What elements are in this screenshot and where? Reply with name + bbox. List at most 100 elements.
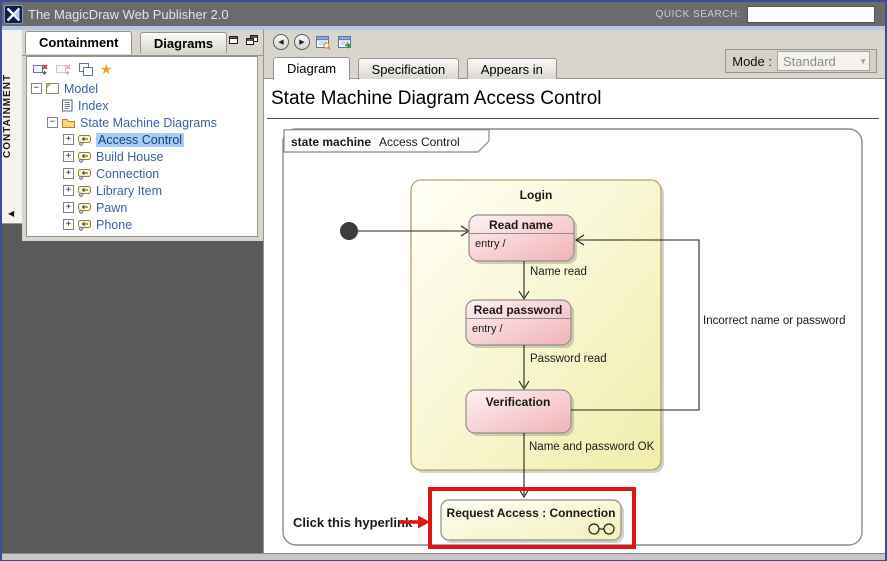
tree-toolbar: ★ [27,57,257,80]
folder-icon [62,118,75,128]
panel-collapse-arrow-icon[interactable]: ◀ [8,209,15,218]
state-machine-diagram: state machine Access Control Login Read … [282,126,864,557]
mode-label: Mode : [732,53,772,69]
read-name-title: Read name [489,218,553,232]
read-name-state [468,214,575,262]
tab-diagrams[interactable]: Diagrams [139,32,228,53]
login-state-title: Login [520,188,553,202]
arrowhead [518,488,530,499]
annotation-label: Click this hyperlink [293,515,413,530]
model-icon [46,83,59,94]
tree-label-connection[interactable]: Connection [96,166,160,181]
expand-box-icon[interactable]: + [63,151,74,162]
tab-specification[interactable]: Specification [357,58,460,79]
state-machine-diagram-icon [78,135,91,146]
diagram-frame-tab [283,129,490,153]
collapse-box-icon[interactable]: − [47,117,58,128]
state-machine-diagram-icon [78,169,91,180]
expand-icon[interactable] [78,62,94,77]
tab-diagram[interactable]: Diagram [273,57,351,80]
tab-appears-in[interactable]: Appears in [466,58,557,79]
sidebar: Containment Diagrams [22,30,265,241]
tree-label-access-control[interactable]: Access Control [96,132,185,147]
arrowhead [574,234,585,246]
state-machine-diagram-icon [78,203,91,214]
transition-ok-label: Name and password OK [529,441,655,453]
export-document-icon[interactable] [337,34,354,50]
state-machine-diagram-icon [78,152,91,163]
restore-window-icon[interactable] [227,34,240,46]
mode-select[interactable]: Standard ▼ [777,51,870,71]
tree-item-connection[interactable]: + Connection [27,165,257,182]
read-name-entry: entry / [475,238,507,250]
tree-label-phone[interactable]: Phone [96,217,133,232]
app-title: The MagicDraw Web Publisher 2.0 [28,6,229,22]
tree-item-library-item[interactable]: + Library Item [27,182,257,199]
tree-label-model[interactable]: Model [64,81,99,96]
initial-state [340,222,358,240]
transition-incorrect-label: Incorrect name or password [703,315,846,327]
tree-item-phone[interactable]: + Phone [27,216,257,233]
tree-label-state-machine-diagrams[interactable]: State Machine Diagrams [80,115,217,130]
page-title: State Machine Diagram Access Control [271,88,602,109]
expand-box-icon[interactable]: + [63,134,74,145]
magicdraw-logo-icon [4,4,23,24]
expand-box-icon[interactable]: + [63,219,74,230]
containment-tree: − Model Index − [27,80,257,233]
read-password-state [465,299,572,346]
annotation-arrowhead-icon [418,515,430,529]
collapse-all-icon[interactable] [32,62,49,76]
tree-item-build-house[interactable]: + Build House [27,148,257,165]
sidebar-vertical-tab-label: CONTAINMENT [2,73,13,158]
request-access-title[interactable]: Request Access : Connection [447,506,616,520]
tree-item-index[interactable]: Index [27,97,257,114]
titlebar: The MagicDraw Web Publisher 2.0 QUICK SE… [2,2,885,26]
tree-item-pawn[interactable]: + Pawn [27,199,257,216]
cascade-windows-icon[interactable] [245,34,259,46]
collapse-box-icon[interactable]: − [31,83,42,94]
expand-box-icon[interactable]: + [63,202,74,213]
request-access-submachine-state[interactable]: Request Access : Connection [440,499,624,543]
tree-item-model[interactable]: − Model [27,80,257,97]
verification-title: Verification [486,395,551,409]
transition-password-read-label: Password read [530,353,607,365]
search-document-icon[interactable] [315,34,332,50]
collapse-selected-icon[interactable] [55,62,72,76]
forward-button[interactable]: ▶ [294,34,310,50]
state-machine-diagram-icon [78,186,91,197]
expand-box-icon[interactable]: + [63,168,74,179]
sidebar-tabstrip: Containment Diagrams [22,30,265,56]
expand-box-icon[interactable]: + [63,185,74,196]
transition-incorrect [571,239,700,411]
state-machine-diagram-icon [78,220,91,231]
back-button[interactable]: ◀ [273,34,289,50]
read-password-entry: entry / [472,323,504,335]
titlebar-divider [2,26,885,30]
title-divider [267,118,879,119]
favorites-star-icon[interactable]: ★ [100,61,113,77]
tab-containment[interactable]: Containment [25,31,133,54]
forward-arrow-icon: ▶ [299,39,305,46]
tree-label-index[interactable]: Index [78,98,109,113]
tree-item-access-control[interactable]: + Access Control [27,131,257,148]
tree-label-library-item[interactable]: Library Item [96,183,162,198]
annotation-highlight-box [428,487,636,549]
quick-search-label: QUICK SEARCH: [655,8,741,20]
request-access-body[interactable] [440,499,622,541]
main-content: State Machine Diagram Access Control [263,79,885,555]
frame-title: Access Control [379,135,460,149]
index-document-icon [62,99,73,112]
tree-label-pawn[interactable]: Pawn [96,200,128,215]
tree-label-build-house[interactable]: Build House [96,149,164,164]
back-arrow-icon: ◀ [278,39,284,46]
transition-name-read-label: Name read [530,266,587,278]
quick-search-input[interactable] [747,5,875,23]
window-bottom-strip [2,553,885,560]
verification-state [465,389,572,434]
frame-keyword: state machine [291,135,371,149]
sidebar-vertical-tab[interactable]: CONTAINMENT ◀ [2,30,23,224]
main-toolbar: ◀ ▶ Diagram Specification Appears in Mod… [263,30,885,80]
mode-value: Standard [783,53,836,69]
tree-item-state-machine-diagrams[interactable]: − State Machine Diagrams [27,114,257,131]
